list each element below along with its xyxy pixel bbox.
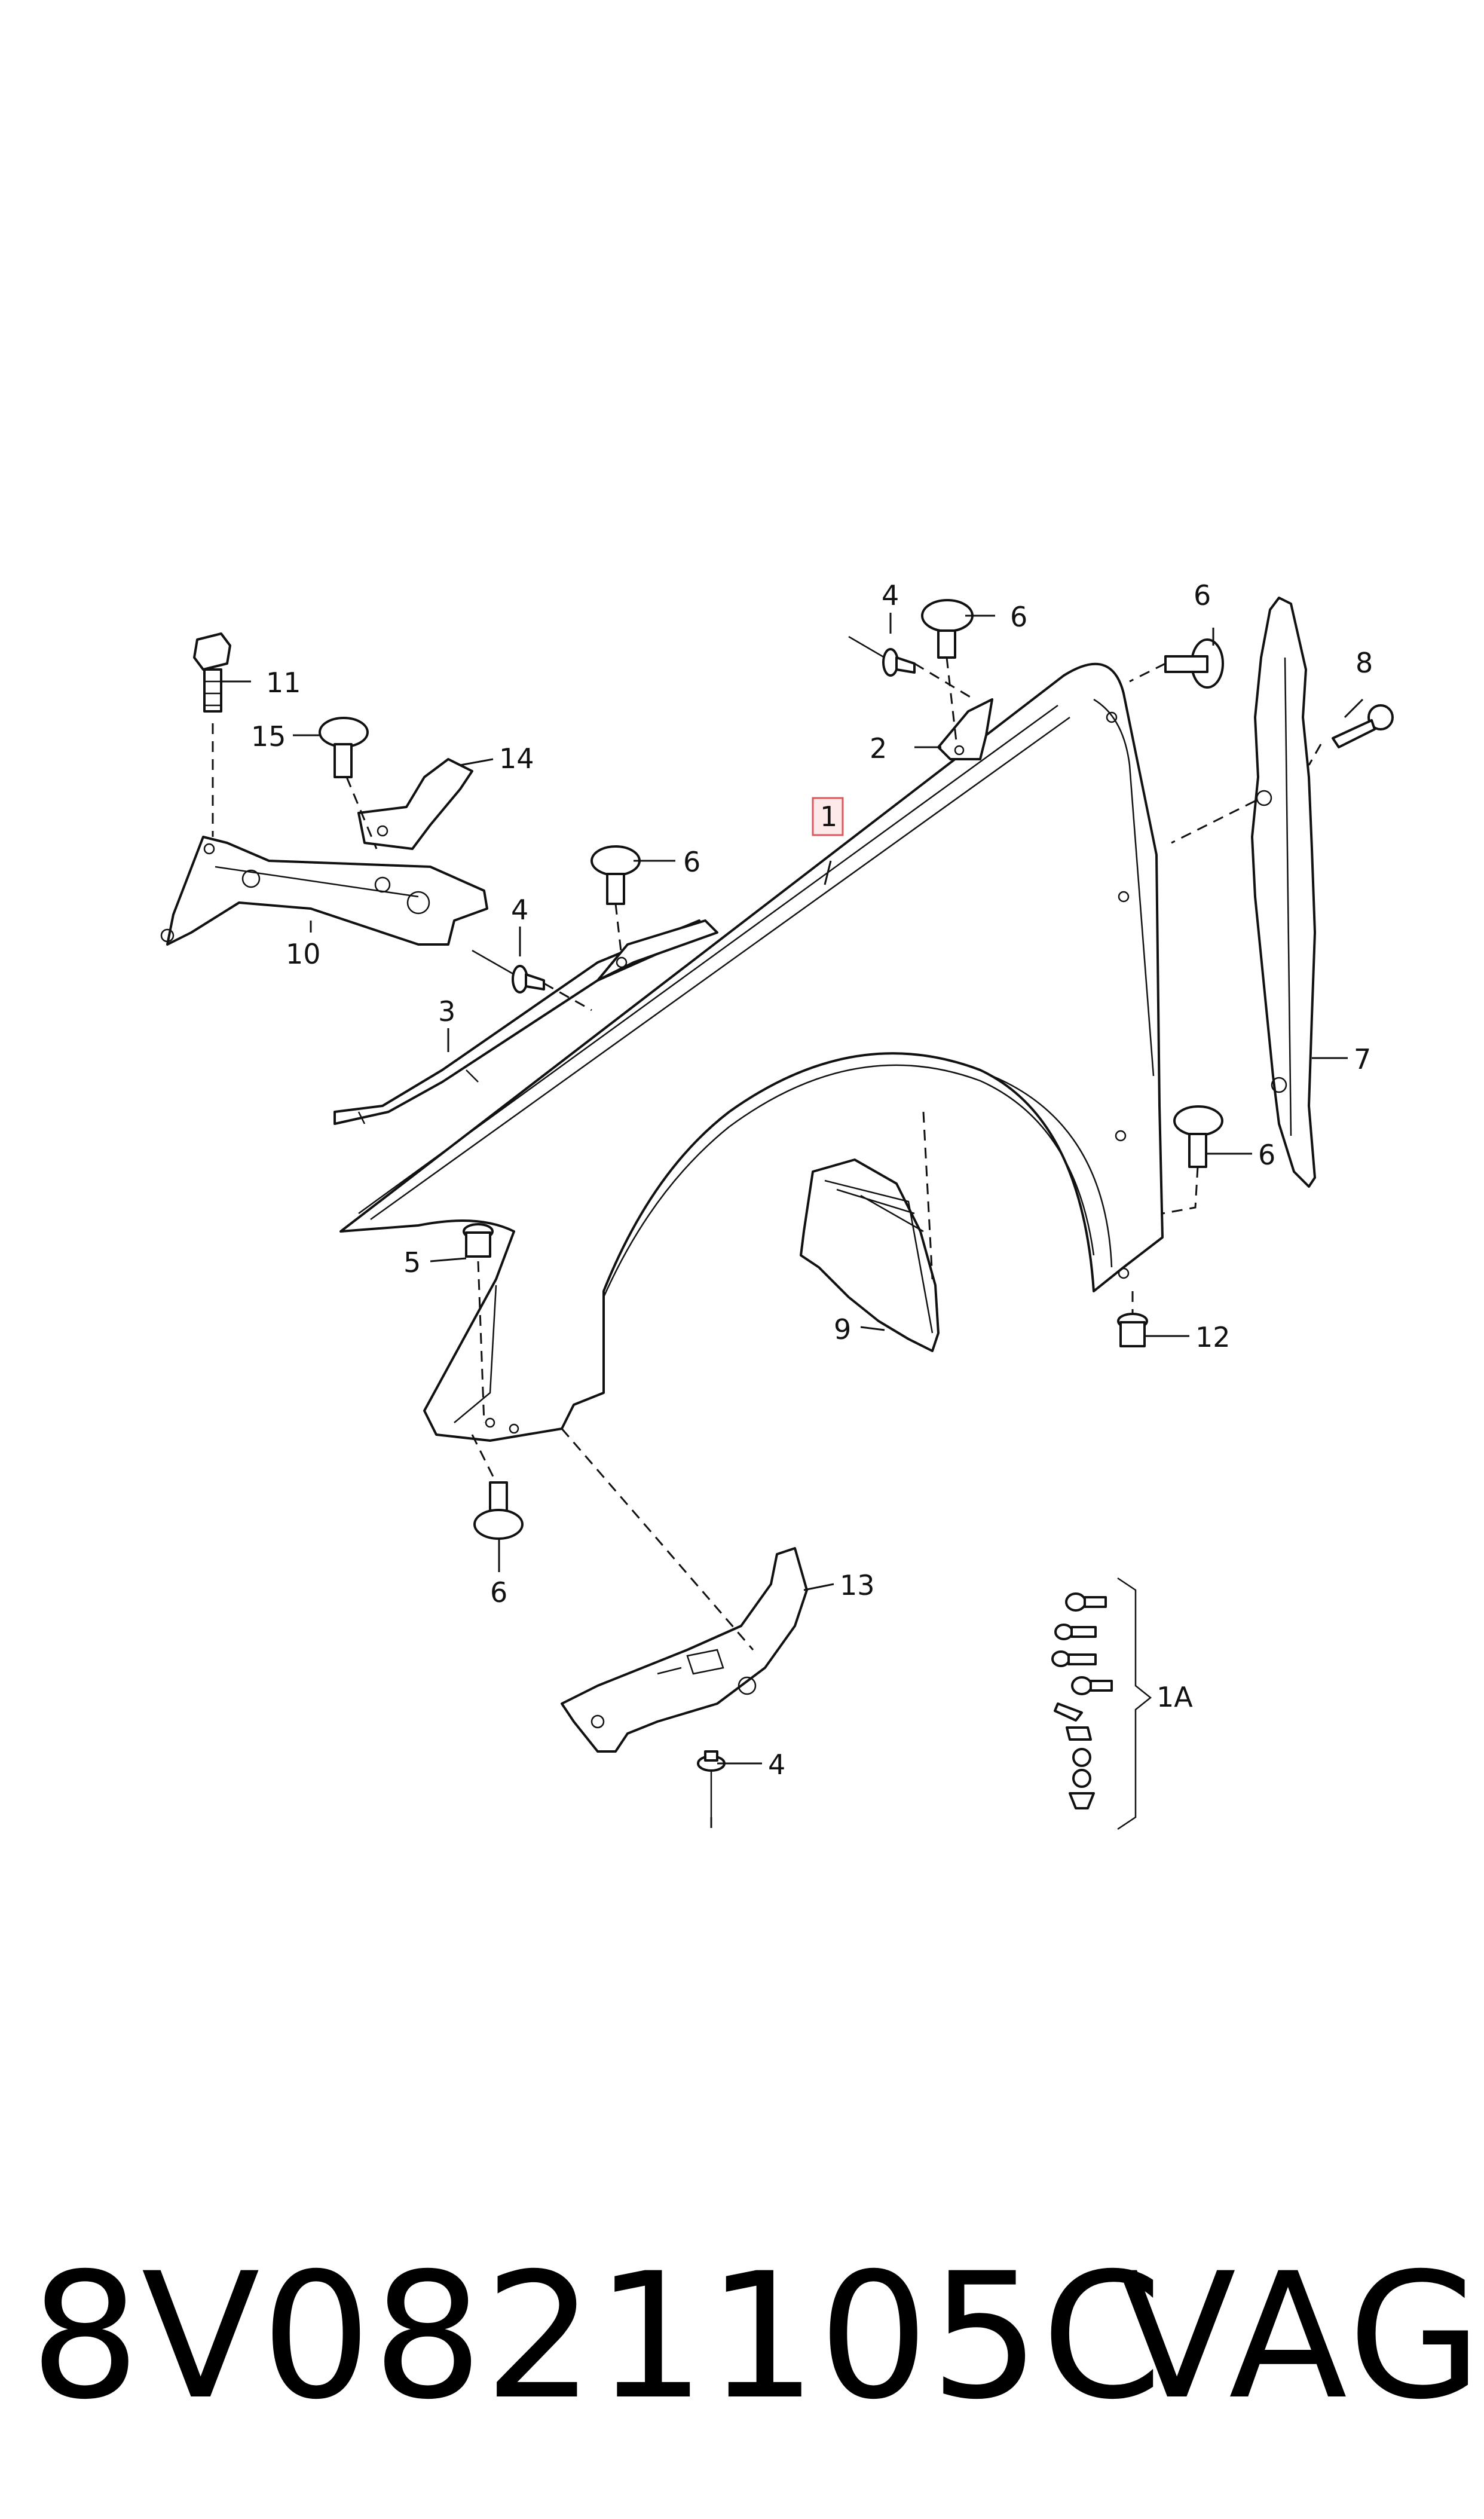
callout-5: 5: [403, 1246, 421, 1279]
bolt-6-right: [1164, 638, 1224, 689]
sealing-strip-7: [1251, 597, 1316, 1188]
bolt-6-top: [921, 599, 974, 659]
rivet-4-top: [848, 635, 916, 677]
bracket-14: [357, 758, 473, 850]
callout-7: 7: [1354, 1043, 1371, 1075]
screw-8: [1332, 704, 1394, 748]
bolt-6-lower-right: [1173, 1105, 1223, 1168]
assembly-lines: [212, 657, 1322, 1829]
clip-nut-5: [463, 1223, 494, 1258]
rivet-4-mid: [472, 949, 545, 993]
bolt-15: [319, 717, 369, 778]
callout-15: 15: [251, 720, 286, 753]
callout-6-mid: 6: [683, 846, 700, 878]
bracket-2: [937, 698, 993, 760]
callout-4-bottom: 4: [768, 1748, 785, 1781]
clip-nut-12: [1117, 1313, 1148, 1347]
callout-6-top: 6: [1010, 601, 1027, 633]
callout-6-right: 6: [1194, 579, 1211, 612]
footer: 8V0821105C VAG: [0, 2212, 1484, 2463]
callout-9: 9: [834, 1313, 851, 1346]
bracket-13: [561, 1547, 808, 1753]
parts-diagram: 1 11 15 14 4 6 6 8 2 6 10 4 3 7 6 5 9 12…: [160, 579, 1394, 1830]
callout-3: 3: [438, 995, 455, 1028]
callout-8: 8: [1356, 647, 1373, 679]
callout-6-lower-right: 6: [1258, 1139, 1275, 1171]
highlight-box-1: [812, 797, 844, 836]
rivet-4-bottom: [697, 1750, 726, 1817]
fender-panel: [339, 662, 1164, 1442]
bracket-3: [333, 919, 718, 1125]
callout-1: 1: [820, 800, 837, 833]
leader-lines: [221, 613, 1364, 1765]
part-number: 8V0821105C: [30, 2236, 1164, 2438]
bolt-11: [193, 632, 231, 713]
callout-1a: 1A: [1156, 1681, 1193, 1713]
bracket-10: [160, 836, 488, 946]
callout-11: 11: [266, 667, 301, 699]
callout-2: 2: [870, 732, 887, 765]
callout-4-top: 4: [882, 579, 899, 612]
callout-10: 10: [286, 938, 321, 970]
insulation-9: [800, 1158, 940, 1352]
brand-name: VAG: [1118, 2236, 1484, 2438]
bolt-6-bottom: [473, 1481, 524, 1540]
fastener-kit-1a: [1051, 1577, 1152, 1830]
callout-13: 13: [840, 1569, 875, 1601]
callout-14: 14: [499, 742, 534, 775]
callout-12: 12: [1195, 1321, 1231, 1353]
bolt-6-mid: [590, 845, 641, 905]
callout-6-bottom: 6: [490, 1576, 507, 1609]
callout-4-mid: 4: [511, 894, 528, 926]
